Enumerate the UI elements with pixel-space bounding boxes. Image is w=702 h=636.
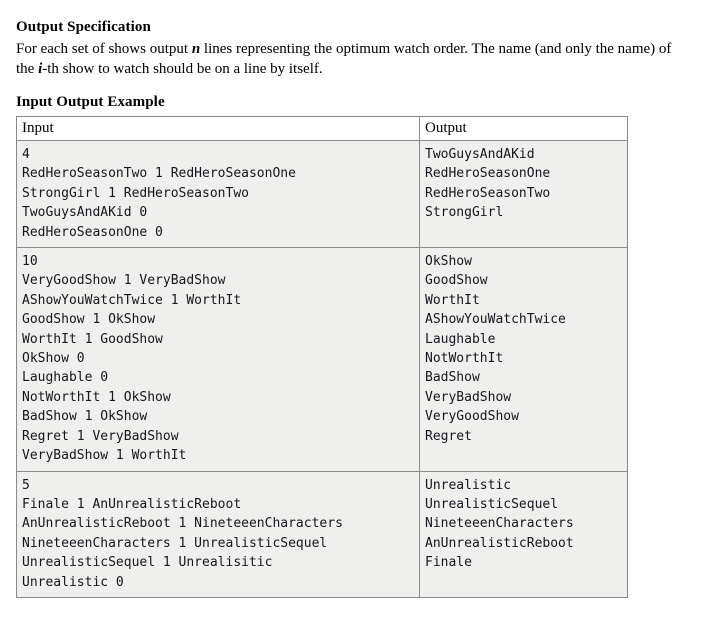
table-header: Input Output [16,116,628,141]
output-cell: Unrealistic UnrealisticSequel NineteeenC… [419,470,628,598]
output-code-block: OkShow GoodShow WorthIt AShowYouWatchTwi… [425,254,566,444]
paragraph-text-part-2: lines representing the optimum watch ord… [16,41,672,77]
variable-i: i [38,61,43,77]
table-body: 4 RedHeroSeasonTwo 1 RedHeroSeasonOne St… [16,139,628,598]
table-row: 4 RedHeroSeasonTwo 1 RedHeroSeasonOne St… [16,139,628,249]
input-cell: 10 VeryGoodShow 1 VeryBadShow AShowYouWa… [16,247,420,472]
input-cell: 4 RedHeroSeasonTwo 1 RedHeroSeasonOne St… [16,139,420,249]
output-cell: TwoGuysAndAKid RedHeroSeasonOne RedHeroS… [419,139,628,249]
output-cell: OkShow GoodShow WorthIt AShowYouWatchTwi… [419,247,628,472]
output-code-block: Unrealistic UnrealisticSequel NineteeenC… [425,477,574,571]
table-header-row: Input Output [16,116,628,141]
input-cell: 5 Finale 1 AnUnrealisticReboot AnUnreali… [16,470,420,598]
column-header-output: Output [419,116,628,141]
section-spacer [16,79,702,93]
paragraph-text-part-1: For each set of shows output [16,41,192,57]
paragraph-text-part-3: -th show to watch should be on a line by… [42,61,323,77]
column-header-input: Input [16,116,420,141]
input-code-block: 4 RedHeroSeasonTwo 1 RedHeroSeasonOne St… [22,147,296,240]
table-row: 5 Finale 1 AnUnrealisticReboot AnUnreali… [16,470,628,598]
input-output-example-table: Input Output 4 RedHeroSeasonTwo 1 RedHer… [16,116,628,598]
input-code-block: 10 VeryGoodShow 1 VeryBadShow AShowYouWa… [22,254,242,464]
output-code-block: TwoGuysAndAKid RedHeroSeasonOne RedHeroS… [425,147,551,221]
input-code-block: 5 Finale 1 AnUnrealisticReboot AnUnreali… [22,477,343,590]
table-row: 10 VeryGoodShow 1 VeryBadShow AShowYouWa… [16,247,628,472]
output-specification-paragraph: For each set of shows output n lines rep… [16,39,676,79]
variable-n: n [191,41,201,57]
input-output-example-heading: Input Output Example [16,94,165,110]
output-specification-heading: Output Specification [16,19,151,35]
